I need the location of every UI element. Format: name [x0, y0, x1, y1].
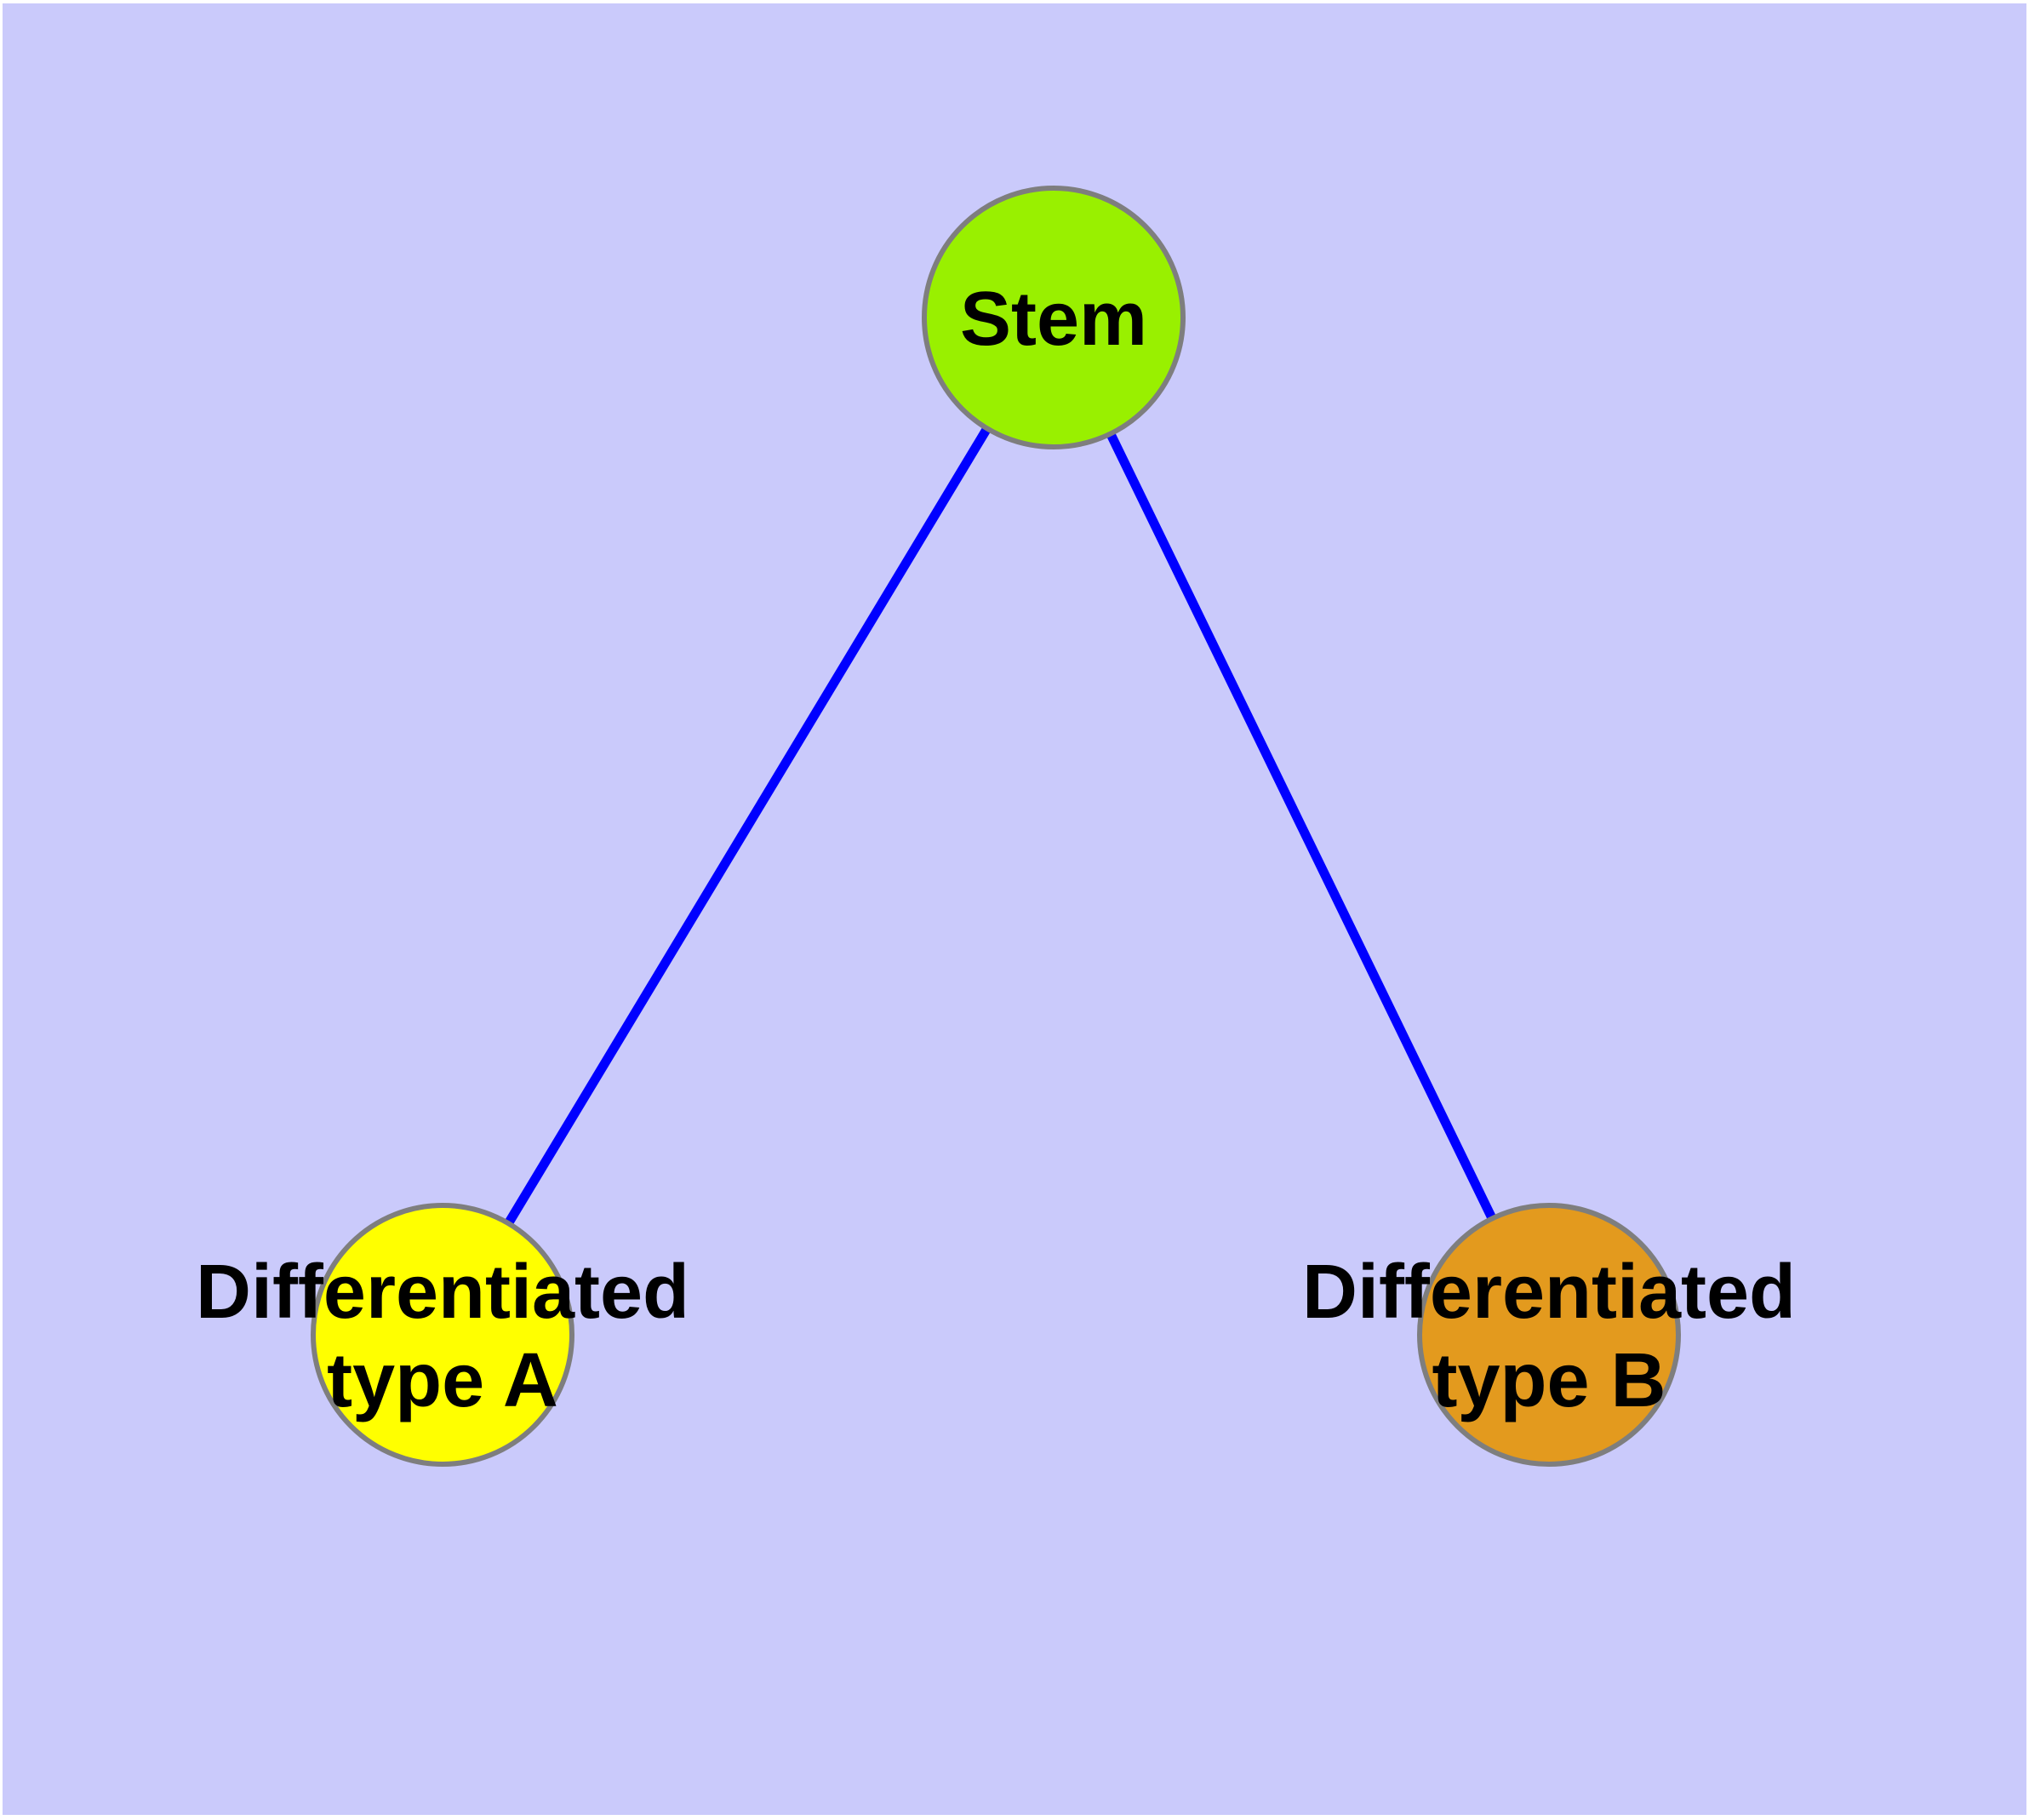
node-differentiated-type-a-label-line1: Differentiated: [196, 1250, 689, 1335]
edge-stem-to-type-a: [505, 426, 992, 1225]
node-differentiated-type-a-label-line2: type A: [327, 1338, 558, 1423]
node-stem-label: Stem: [960, 277, 1147, 362]
node-differentiated-type-b: [1417, 1203, 1681, 1467]
node-differentiated-type-a: [311, 1203, 574, 1467]
edge-stem-to-type-b: [1106, 432, 1497, 1222]
node-differentiated-type-b-label-line2: type B: [1432, 1338, 1666, 1423]
node-stem: [922, 186, 1186, 449]
node-differentiated-type-b-label-line1: Differentiated: [1302, 1250, 1796, 1335]
